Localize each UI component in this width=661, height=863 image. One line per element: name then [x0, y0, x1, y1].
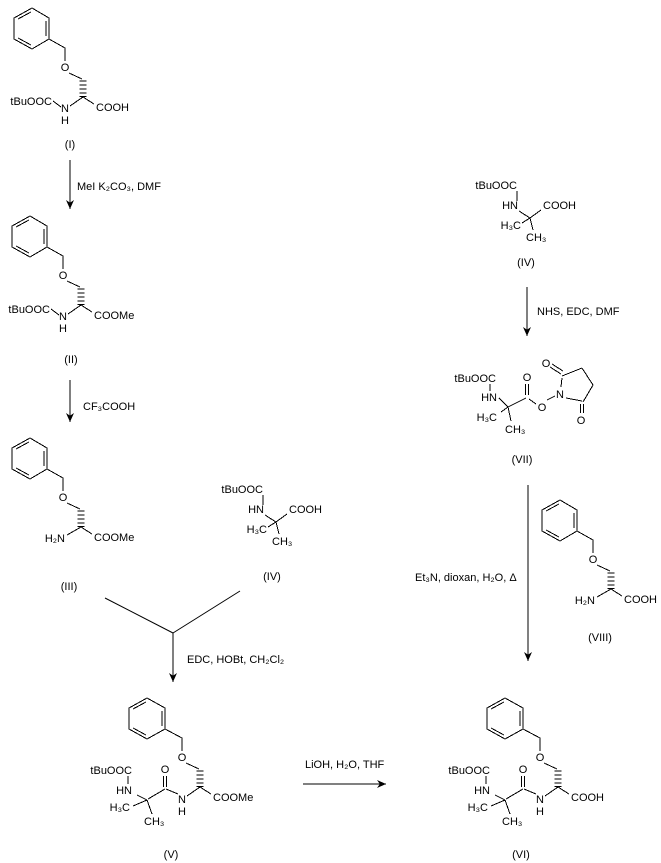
- structure-II: O tBuOOC N H COOMe: [8, 215, 134, 335]
- succinimide-O-bottom-label: O: [577, 415, 586, 427]
- bonds: [262, 495, 288, 535]
- reagent-labels: MeI K₂CO₃, DMF CF₃COOH EDC, HOBt, CH₂Cl₂…: [77, 181, 620, 771]
- acid-label: COOH: [571, 792, 604, 804]
- amide-carbonyl-O-label: O: [161, 764, 170, 776]
- bonds: [485, 697, 570, 815]
- amide-HN-label: HN: [502, 200, 518, 212]
- ether-O-label: O: [61, 62, 70, 74]
- methyl-left-label: H₃C: [247, 524, 267, 536]
- amide-HN-label: HN: [116, 785, 132, 797]
- amide-H-label: H: [178, 806, 186, 818]
- boc-label: tBuOOC: [8, 304, 50, 316]
- structure-VII: tBuOOC HN H₃C CH₃ O O N O O: [454, 358, 594, 436]
- methyl-left-label: H₃C: [468, 802, 488, 814]
- bonds: [11, 437, 93, 536]
- carbonyl-O-label: O: [523, 372, 532, 384]
- acid-label: COOH: [289, 504, 322, 516]
- methyl-left-label: H₃C: [477, 412, 497, 424]
- reaction-arrows: [66, 160, 532, 788]
- boc-label: tBuOOC: [448, 765, 490, 777]
- amide-H-label: H: [61, 115, 69, 127]
- bonds: [541, 499, 623, 598]
- reagent-iv-to-vii: NHS, EDC, DMF: [537, 306, 620, 318]
- amide-N-label: N: [178, 794, 186, 806]
- ether-O-label: O: [59, 492, 68, 504]
- compound-number-labels: (I) (II) (III) (IV) (IV) (V) (VI) (VII) …: [61, 139, 612, 861]
- structure-V: O tBuOOC HN O H₃C CH₃ N H COOMe: [90, 697, 253, 828]
- reagent-v-to-vi: LiOH, H₂O, THF: [305, 759, 385, 771]
- structure-VIII: O H₂N COOH: [541, 499, 657, 607]
- compound-label-I: (I): [65, 139, 75, 151]
- acid-label: COOH: [624, 594, 657, 606]
- compound-label-VI: (VI): [512, 849, 530, 861]
- structure-IV-right: tBuOOC HN COOH H₃C CH₃: [475, 180, 576, 244]
- bonds: [13, 7, 95, 108]
- compound-label-VII: (VII): [512, 454, 533, 466]
- ester-label: COOMe: [94, 310, 134, 322]
- compound-label-V: (V): [164, 849, 179, 861]
- amine-label: H₂N: [45, 533, 65, 545]
- bonds: [516, 191, 542, 231]
- methyl-right-label: CH₃: [502, 816, 522, 828]
- bonds: [127, 697, 212, 815]
- compound-label-IV-middle: (IV): [263, 571, 281, 583]
- methyl-right-label: CH₃: [526, 232, 546, 244]
- acid-label: COOH: [96, 102, 129, 114]
- amine-label: H₂N: [575, 595, 595, 607]
- structure-IV-middle: tBuOOC HN COOH H₃C CH₃: [221, 484, 322, 548]
- bonds: [11, 215, 93, 316]
- boc-label: tBuOOC: [221, 484, 263, 496]
- convergence-line-from-iii: [104, 597, 174, 634]
- amide-HN-label: HN: [474, 785, 490, 797]
- amide-carbonyl-O-label: O: [519, 764, 528, 776]
- reagent-vii-to-vi: Et₃N, dioxan, H₂O, Δ: [415, 572, 517, 584]
- structure-VI: O tBuOOC HN O H₃C CH₃ N H COOH: [448, 697, 604, 828]
- ester-O-label: O: [538, 402, 547, 414]
- boc-label: tBuOOC: [10, 96, 52, 108]
- amide-H-label: H: [59, 323, 67, 335]
- ether-O-label: O: [589, 554, 598, 566]
- amide-H-label: H: [536, 806, 544, 818]
- succinimide-O-top-label: O: [542, 358, 551, 370]
- amide-N-label: N: [536, 794, 544, 806]
- compound-label-IV-right: (IV): [517, 257, 535, 269]
- methyl-left-label: H₃C: [501, 220, 521, 232]
- methyl-right-label: CH₃: [272, 536, 292, 548]
- structure-III: O H₂N COOMe: [11, 437, 134, 545]
- ether-O-label: O: [59, 270, 68, 282]
- amide-N-label: N: [59, 311, 67, 323]
- structure-I: O tBuOOC N H COOH: [10, 7, 129, 127]
- compound-label-III: (III): [61, 581, 78, 593]
- ether-O-label: O: [536, 752, 545, 764]
- succinimide-N-label: N: [556, 389, 564, 401]
- methyl-left-label: H₃C: [110, 802, 130, 814]
- acid-label: COOH: [543, 200, 576, 212]
- bonds: [489, 363, 594, 422]
- reagent-ii-to-iii: CF₃COOH: [83, 401, 135, 413]
- ester-label: COOMe: [213, 792, 253, 804]
- reagent-iii-iv-to-v: EDC, HOBt, CH₂Cl₂: [187, 654, 284, 666]
- boc-label: tBuOOC: [90, 765, 132, 777]
- amide-HN-label: HN: [481, 392, 497, 404]
- boc-label: tBuOOC: [475, 180, 517, 192]
- convergence-line-from-iv: [172, 590, 241, 634]
- compound-label-VIII: (VIII): [588, 632, 612, 644]
- methyl-right-label: CH₃: [144, 816, 164, 828]
- amide-HN-label: HN: [248, 504, 264, 516]
- boc-label: tBuOOC: [454, 373, 496, 385]
- methyl-right-label: CH₃: [505, 424, 525, 436]
- reagent-i-to-ii: MeI K₂CO₃, DMF: [77, 181, 161, 193]
- ether-O-label: O: [178, 752, 187, 764]
- ester-label: COOMe: [94, 532, 134, 544]
- compound-label-II: (II): [64, 354, 77, 366]
- amide-N-label: N: [61, 103, 69, 115]
